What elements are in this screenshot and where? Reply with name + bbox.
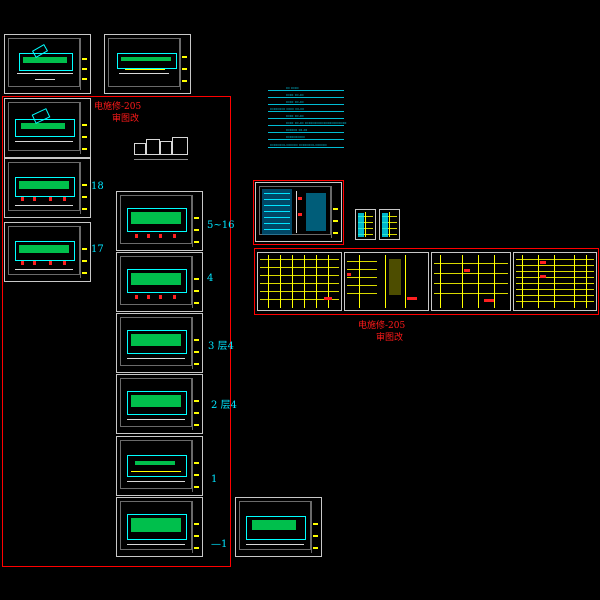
drawing-sheet-floor-2[interactable]	[116, 374, 203, 434]
sheet-border	[8, 226, 80, 275]
floor-plan	[125, 202, 189, 242]
revision-note-right-text: 审图改	[376, 333, 404, 343]
title-block	[192, 317, 200, 369]
title-block	[180, 38, 188, 90]
floor-label-b1: —1	[211, 539, 228, 550]
floor-label-3: 3 层4	[208, 341, 234, 352]
drawing-sheet-floor-5-16[interactable]	[116, 191, 203, 251]
floor-plan	[125, 508, 189, 548]
sheet-border	[239, 501, 311, 550]
legend-table-small-b[interactable]	[379, 209, 400, 240]
legend-table-small-a[interactable]	[355, 209, 376, 240]
schedule-table	[262, 189, 328, 235]
legend-row: ▭▭ ▭.▭	[286, 99, 304, 104]
drawing-sheet-left-upper[interactable]	[4, 98, 91, 158]
drawing-sheet-top-second[interactable]	[104, 34, 191, 94]
sheet-border	[120, 501, 192, 550]
drawing-sheet-floor-17[interactable]	[4, 222, 91, 282]
revision-frame-left	[2, 96, 231, 567]
title-block	[80, 102, 88, 154]
legend-row: ▭ ▭▭	[286, 85, 299, 90]
legend-row: ▭▭▭▭▭	[286, 134, 305, 139]
sheet-border	[8, 38, 80, 87]
system-diagram-sheet-2[interactable]	[344, 252, 429, 311]
sheet-border	[8, 162, 80, 211]
system-diagram-sheet-3[interactable]	[431, 252, 511, 311]
floor-plan	[15, 44, 77, 83]
floor-label-18: 18	[91, 181, 104, 192]
title-block	[192, 195, 200, 247]
floor-plan	[244, 508, 308, 548]
floor-label-5-16: 5~16	[207, 220, 235, 231]
legend-row: ▭▭ ▭.▭	[286, 113, 304, 118]
sheet-border	[120, 317, 192, 366]
legend-row: ▭▭▭ ▭.▭	[286, 127, 308, 132]
legend-row: ▭▭ ▭.▭	[286, 92, 304, 97]
sheet-border	[120, 378, 192, 427]
sheet-border	[120, 256, 192, 305]
drawing-sheet-bottom-right[interactable]	[235, 497, 322, 557]
revision-note-left-code: 电施修-205	[94, 102, 142, 112]
floor-label-1: 1	[211, 474, 218, 485]
drawing-sheet-floor-3[interactable]	[116, 313, 203, 373]
sheet-border	[259, 186, 331, 235]
floor-plan	[125, 263, 189, 303]
sheet-border	[8, 102, 80, 151]
drawing-sheet-top-left[interactable]	[4, 34, 91, 94]
title-block	[192, 501, 200, 553]
floor-plan	[125, 447, 189, 487]
drawing-sheet-floor-4[interactable]	[116, 252, 203, 312]
drawing-sheet-floor-b1[interactable]	[116, 497, 203, 557]
drawing-sheet-floor-1[interactable]	[116, 436, 203, 496]
floor-label-17: 17	[91, 244, 104, 255]
revision-frame-upper-right	[253, 180, 344, 245]
drawing-sheet-floor-18[interactable]	[4, 158, 91, 218]
floor-label-4: 4	[207, 273, 214, 284]
legend-row: ▭▭ ▭.▭ ▭▭▭▭▭▭▭▭▭▭▭	[286, 120, 347, 125]
system-diagram-sheet-4[interactable]	[513, 252, 597, 311]
title-block	[311, 501, 319, 553]
title-block	[192, 256, 200, 308]
floor-plan	[13, 108, 77, 149]
drawing-sheet-schedule-main[interactable]	[255, 182, 342, 242]
floor-label-2: 2 层4	[211, 400, 237, 411]
title-block	[331, 186, 339, 238]
sheet-border	[108, 38, 180, 87]
revision-note-right-code: 电施修-205	[358, 321, 406, 331]
floor-plan	[125, 385, 189, 425]
floor-plan	[13, 235, 77, 273]
legend-row: ▭▭▭▭.▭▭▭ ▭▭▭▭.▭▭▭	[270, 142, 327, 147]
riser-sketch	[134, 137, 188, 163]
floor-plan	[125, 324, 189, 364]
title-block	[80, 38, 88, 90]
title-block	[192, 378, 200, 430]
title-block	[192, 440, 200, 492]
system-diagram-sheet-1[interactable]	[257, 252, 342, 311]
sheet-border	[120, 440, 192, 489]
floor-plan	[13, 171, 77, 209]
sheet-border	[120, 195, 192, 244]
title-block	[80, 162, 88, 214]
revision-note-left-text: 审图改	[112, 114, 140, 124]
revision-frame-lower-right	[254, 248, 599, 315]
legend-row: ▭▭▭▭ ▭▭ ▭.▭	[270, 106, 305, 111]
title-block	[80, 226, 88, 278]
floor-plan	[115, 47, 177, 85]
legend-block: ▭ ▭▭ ▭▭ ▭.▭ ▭▭ ▭.▭ ▭▭▭▭ ▭▭ ▭.▭ ▭▭ ▭.▭ ▭▭…	[268, 84, 347, 154]
